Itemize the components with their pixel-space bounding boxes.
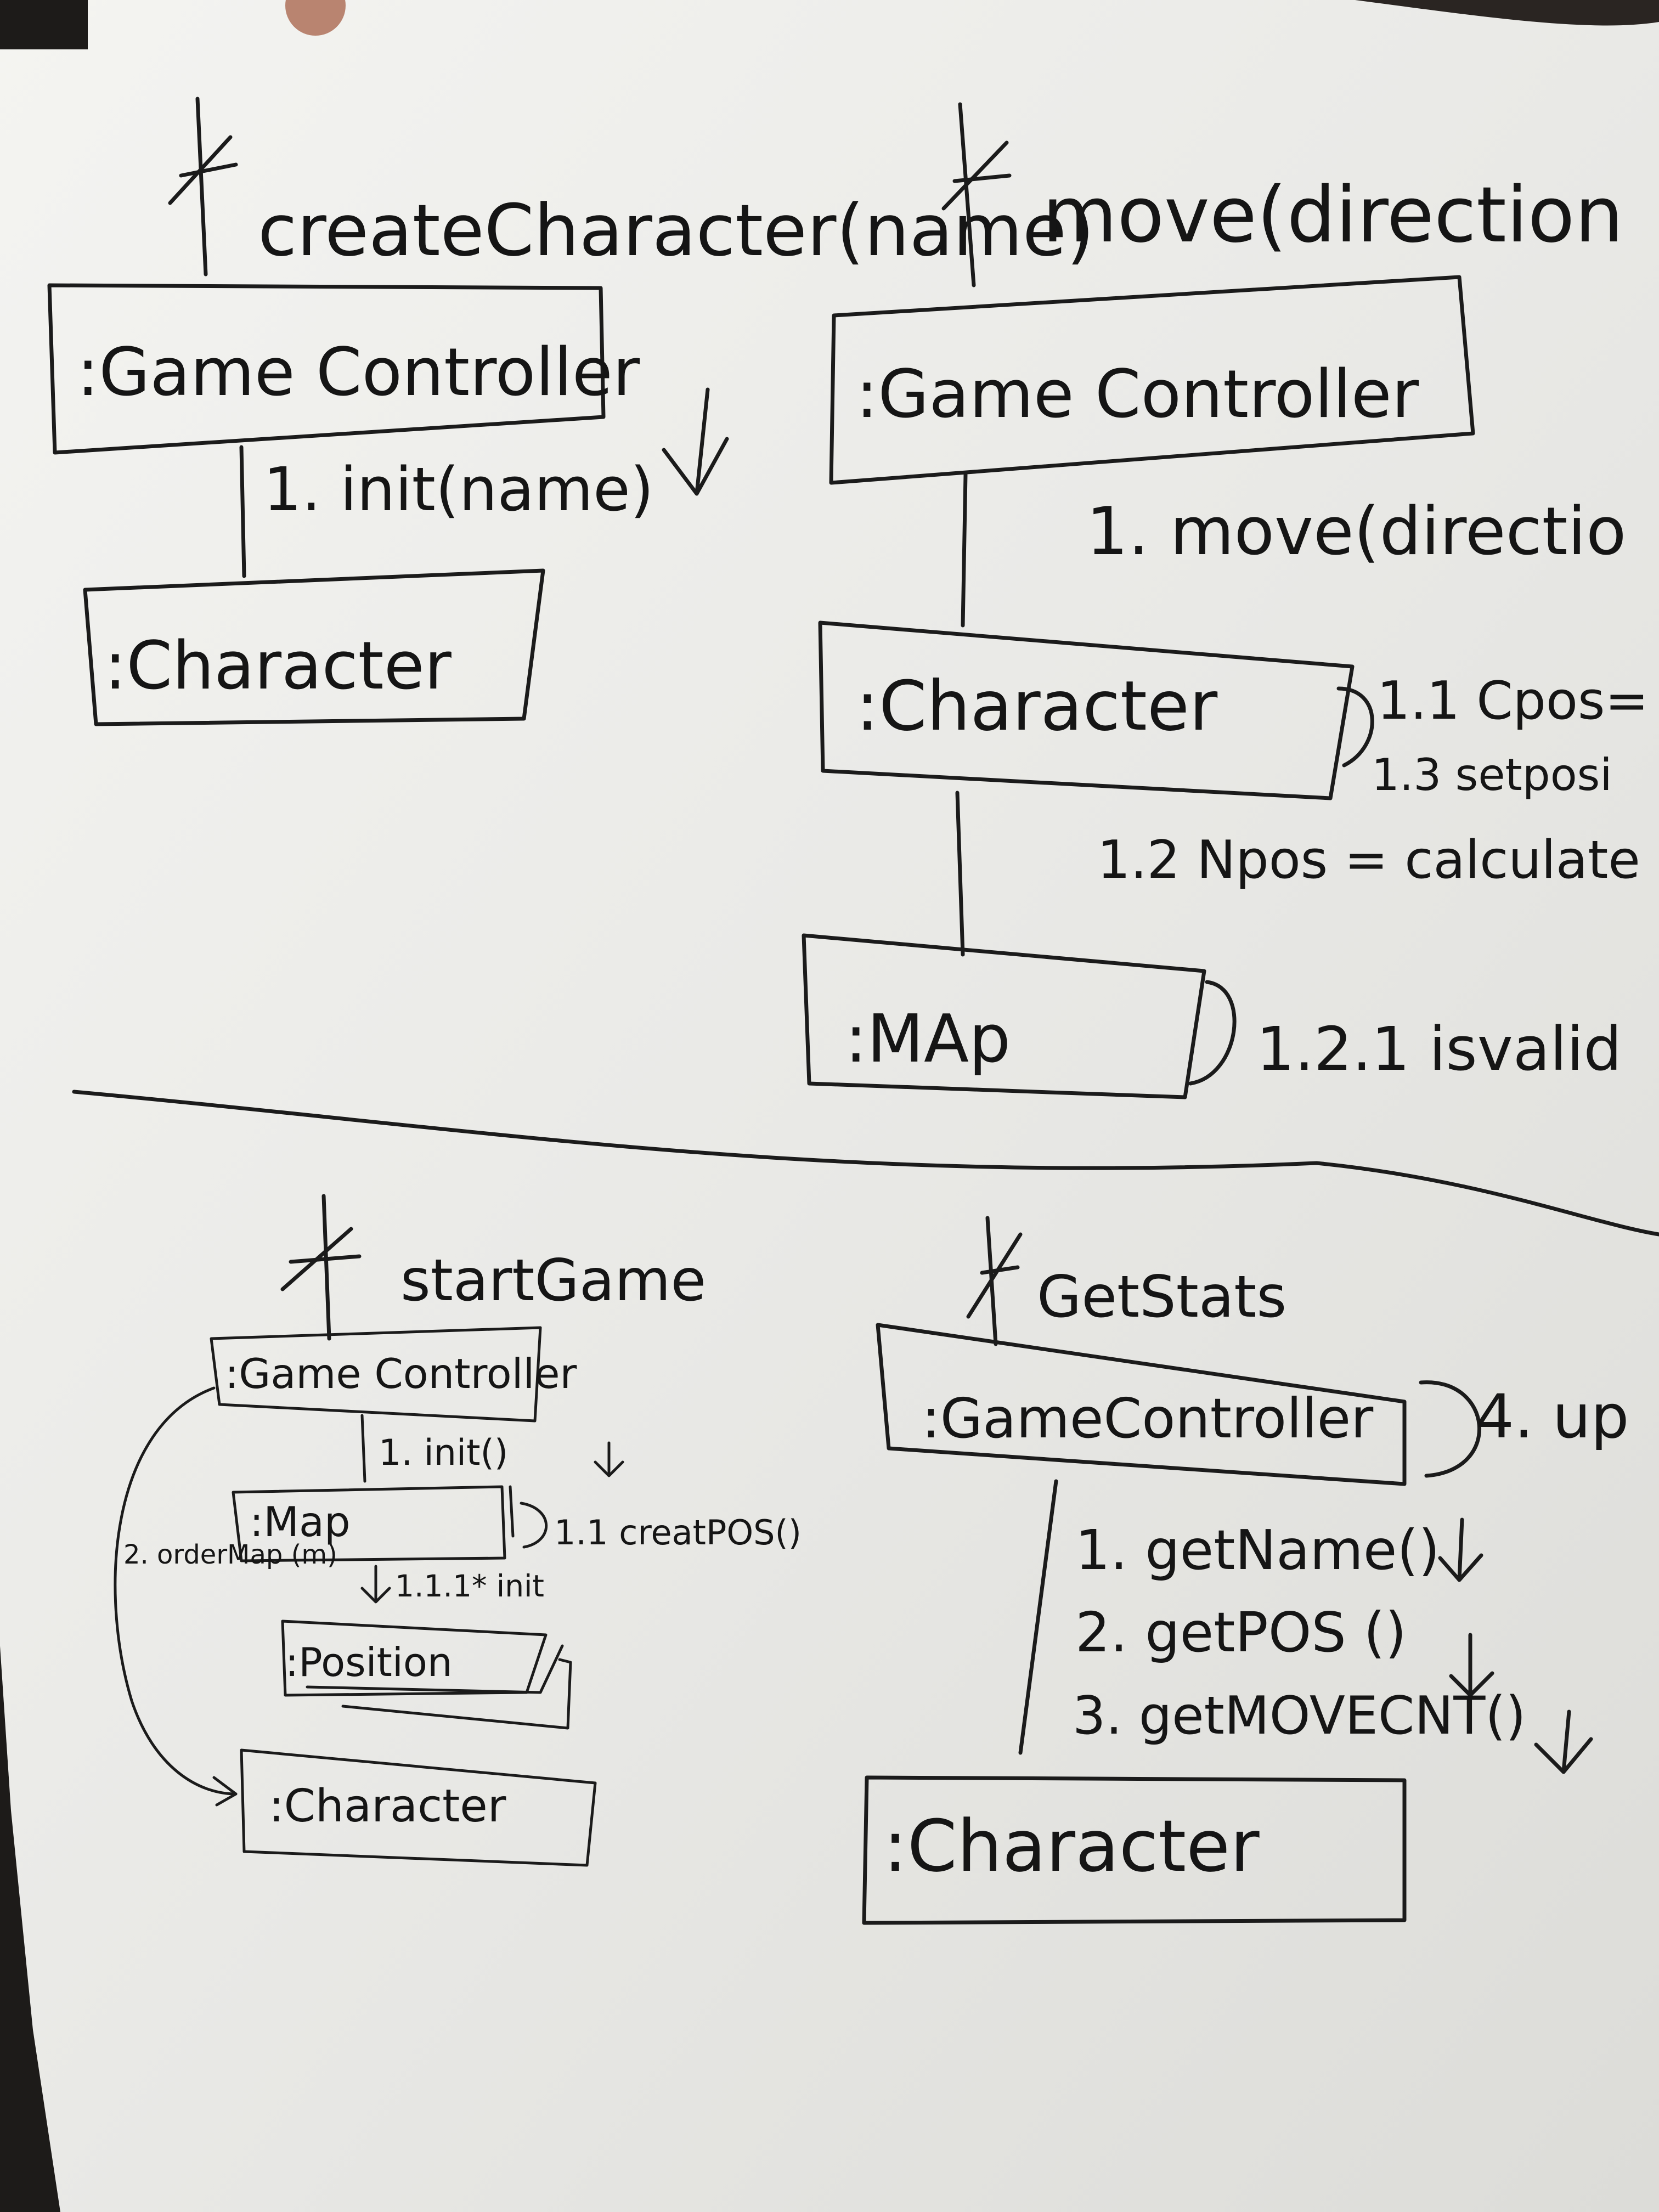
dark-corner [0, 0, 88, 49]
msg-creat-pos: 1.1 creatPOS() [554, 1513, 802, 1553]
finger-left [285, 0, 346, 36]
box-game-controller-4 [876, 1323, 1407, 1486]
box-character-4 [862, 1775, 1407, 1925]
msg-init-name: 1. init(name) [263, 454, 654, 524]
box-character-3 [240, 1748, 597, 1867]
label-character-2: :Character [856, 667, 1218, 746]
msg-get-pos: 2. getPOS () [1075, 1600, 1407, 1664]
msg-move-direction: 1. move(directio [1086, 494, 1626, 570]
msg-init-star: 1.1.1* init [395, 1568, 544, 1604]
box-position [281, 1620, 548, 1697]
box-character-2 [818, 620, 1355, 800]
label-game-controller-2: :Game Controller [856, 357, 1419, 433]
label-game-controller-4: :GameController [922, 1386, 1374, 1451]
msg-isvalid: 1.2.1 isvalid [1256, 1014, 1622, 1084]
msg-order-map: 2. orderMap (m) [123, 1539, 337, 1570]
msg-cpos: 1.1 Cpos= [1377, 671, 1649, 731]
msg-setposition: 1.3 setposi [1372, 749, 1612, 800]
label-map-1: :MAp [845, 1001, 1011, 1077]
label-game-controller-3: :Game Controller [225, 1350, 577, 1398]
label-map-2: :Map [250, 1498, 351, 1546]
msg-update: 4. up [1476, 1381, 1629, 1452]
msg-get-move-cnt: 3. getMOVECNT() [1073, 1686, 1526, 1746]
box-map-1 [802, 933, 1206, 1099]
box-map-2 [232, 1485, 506, 1562]
sequence-create-character: createCharacter(name) :Game Controller 1… [47, 97, 1094, 726]
msg-npos-calculate: 1.2 Npos = calculate [1097, 830, 1640, 890]
box-game-controller-1 [47, 283, 606, 455]
divider-line [72, 1090, 1659, 1237]
box-character-1 [83, 568, 545, 726]
label-position: :Position [285, 1639, 453, 1685]
sequence-get-stats: GetStats :GameController 4. up 1. getNam… [862, 1216, 1629, 1925]
title-get-stats: GetStats [1037, 1263, 1286, 1330]
label-character-4: :Character [883, 1804, 1260, 1888]
sequence-move: move(direction :Game Controller 1. move(… [802, 102, 1649, 1099]
title-move: move(direction [1042, 171, 1623, 260]
msg-init: 1. init() [379, 1432, 508, 1474]
title-start-game: startGame [400, 1247, 706, 1314]
title-create-character: createCharacter(name) [258, 189, 1094, 272]
sequence-start-game: startGame :Game Controller 1. init() :Ma… [114, 1194, 802, 1867]
hand-right [1355, 0, 1659, 26]
label-character-3: :Character [269, 1780, 506, 1832]
msg-get-name: 1. getName() [1075, 1518, 1440, 1582]
box-game-controller-2 [829, 275, 1475, 485]
label-character-1: :Character [104, 628, 452, 704]
label-game-controller-1: :Game Controller [77, 335, 640, 411]
box-game-controller-3 [210, 1326, 542, 1423]
